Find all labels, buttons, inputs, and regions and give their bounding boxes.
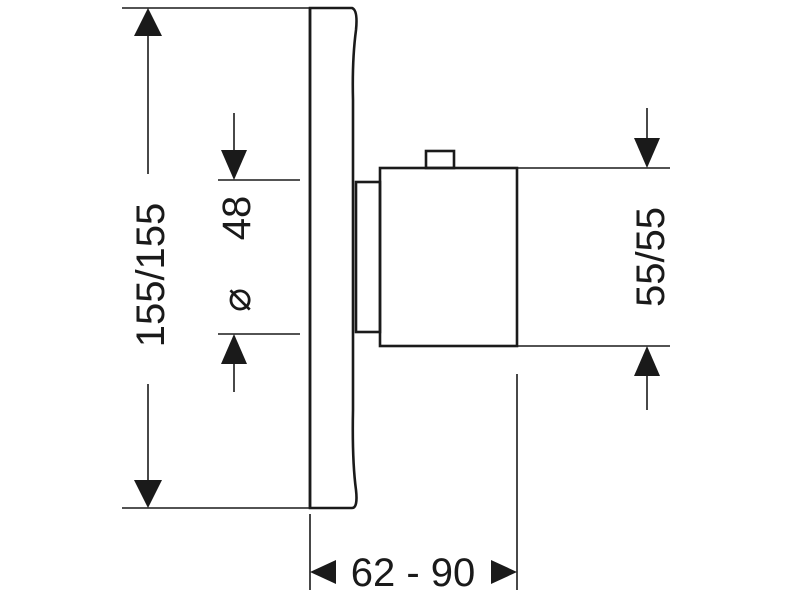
arrow-down-icon xyxy=(634,138,660,168)
handle-body xyxy=(378,149,519,348)
diameter-extensions xyxy=(218,179,300,335)
arrow-up-icon xyxy=(634,346,660,376)
diameter-dimension xyxy=(221,113,247,392)
handle-height-label: 55/55 xyxy=(629,207,673,307)
arrow-right-icon xyxy=(491,560,517,584)
valve-stem xyxy=(354,180,382,334)
depth-dimension xyxy=(310,560,517,584)
diameter-value: 48 xyxy=(215,196,259,241)
depth-extensions xyxy=(309,374,518,590)
arrow-left-icon xyxy=(310,560,336,584)
overall-height-extensions xyxy=(122,7,310,509)
overall-height-label: 155/155 xyxy=(129,203,173,348)
arrow-down-icon xyxy=(221,150,247,180)
arrow-down-icon xyxy=(134,480,162,508)
handle-height-extensions xyxy=(517,167,670,347)
diameter-symbol: ⌀ xyxy=(215,288,259,312)
arrow-up-icon xyxy=(134,8,162,36)
wall-plate xyxy=(308,6,358,510)
depth-label: 62 - 90 xyxy=(351,551,476,595)
overall-height-dimension xyxy=(134,8,162,508)
arrow-up-icon xyxy=(221,334,247,364)
handle-height-dimension xyxy=(634,108,660,410)
